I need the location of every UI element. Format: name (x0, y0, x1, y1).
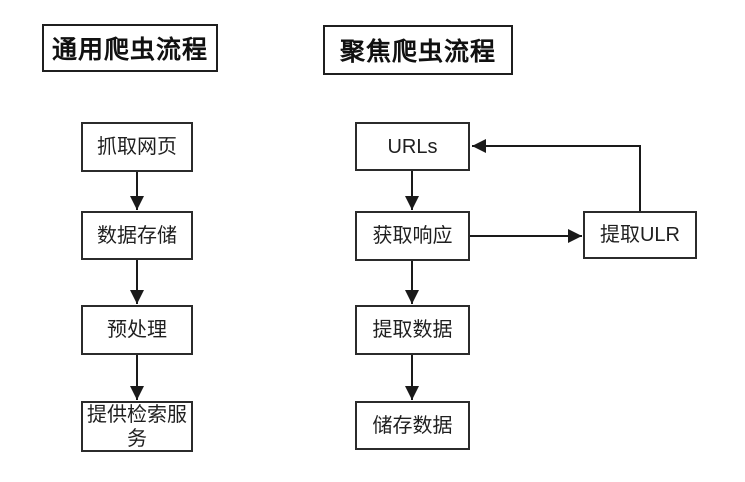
flow-box-extract-url: 提取ULR (583, 211, 697, 259)
flow-box-get-response: 获取响应 (355, 211, 470, 261)
flow-box-data-storage: 数据存储 (81, 211, 193, 260)
flow-box-preprocess: 预处理 (81, 305, 193, 355)
flow-box-search-service: 提供检索服务 (81, 401, 193, 452)
flow-box-crawl-page: 抓取网页 (81, 122, 193, 172)
right-flow-title: 聚焦爬虫流程 (323, 25, 513, 75)
flow-box-urls: URLs (355, 122, 470, 171)
flow-box-extract-data: 提取数据 (355, 305, 470, 355)
arrow-extracturl-to-urls (472, 139, 641, 211)
flow-box-store-data: 储存数据 (355, 401, 470, 450)
left-flow-title: 通用爬虫流程 (42, 24, 218, 72)
